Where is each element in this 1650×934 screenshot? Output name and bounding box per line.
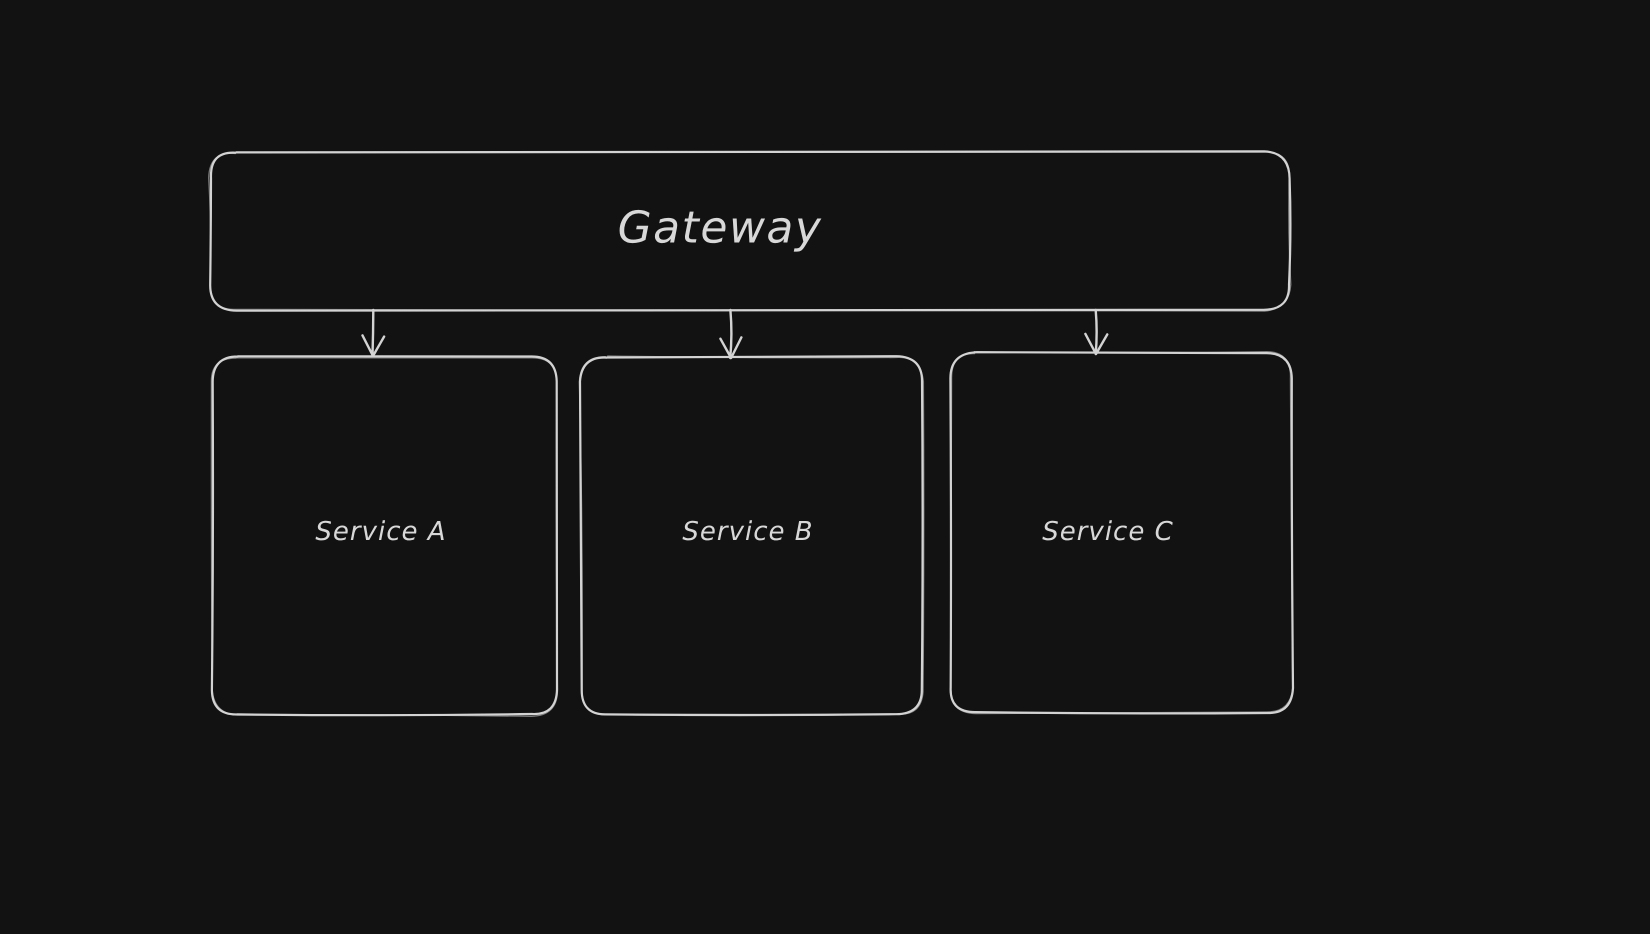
service-node-box-3-sketch-pass [949, 350, 1294, 715]
connector-shaft-1[interactable] [371, 308, 375, 358]
connector-arrowhead-2 [719, 336, 743, 360]
connector-arrowhead-1 [361, 334, 386, 358]
service-node-box-2[interactable] [578, 355, 924, 717]
connector-shaft-2[interactable] [729, 308, 733, 360]
gateway-node-box[interactable] [209, 150, 1292, 312]
service-node-box-1[interactable] [210, 355, 559, 717]
service-node-box-3[interactable] [949, 351, 1295, 715]
connector-shaft-3[interactable] [1094, 308, 1098, 356]
service-node-box-2-sketch-pass [578, 355, 925, 717]
service-node-box-1-sketch-pass [210, 357, 559, 718]
connector-arrowhead-3 [1084, 332, 1109, 356]
gateway-node-box-sketch-pass [208, 151, 1292, 312]
